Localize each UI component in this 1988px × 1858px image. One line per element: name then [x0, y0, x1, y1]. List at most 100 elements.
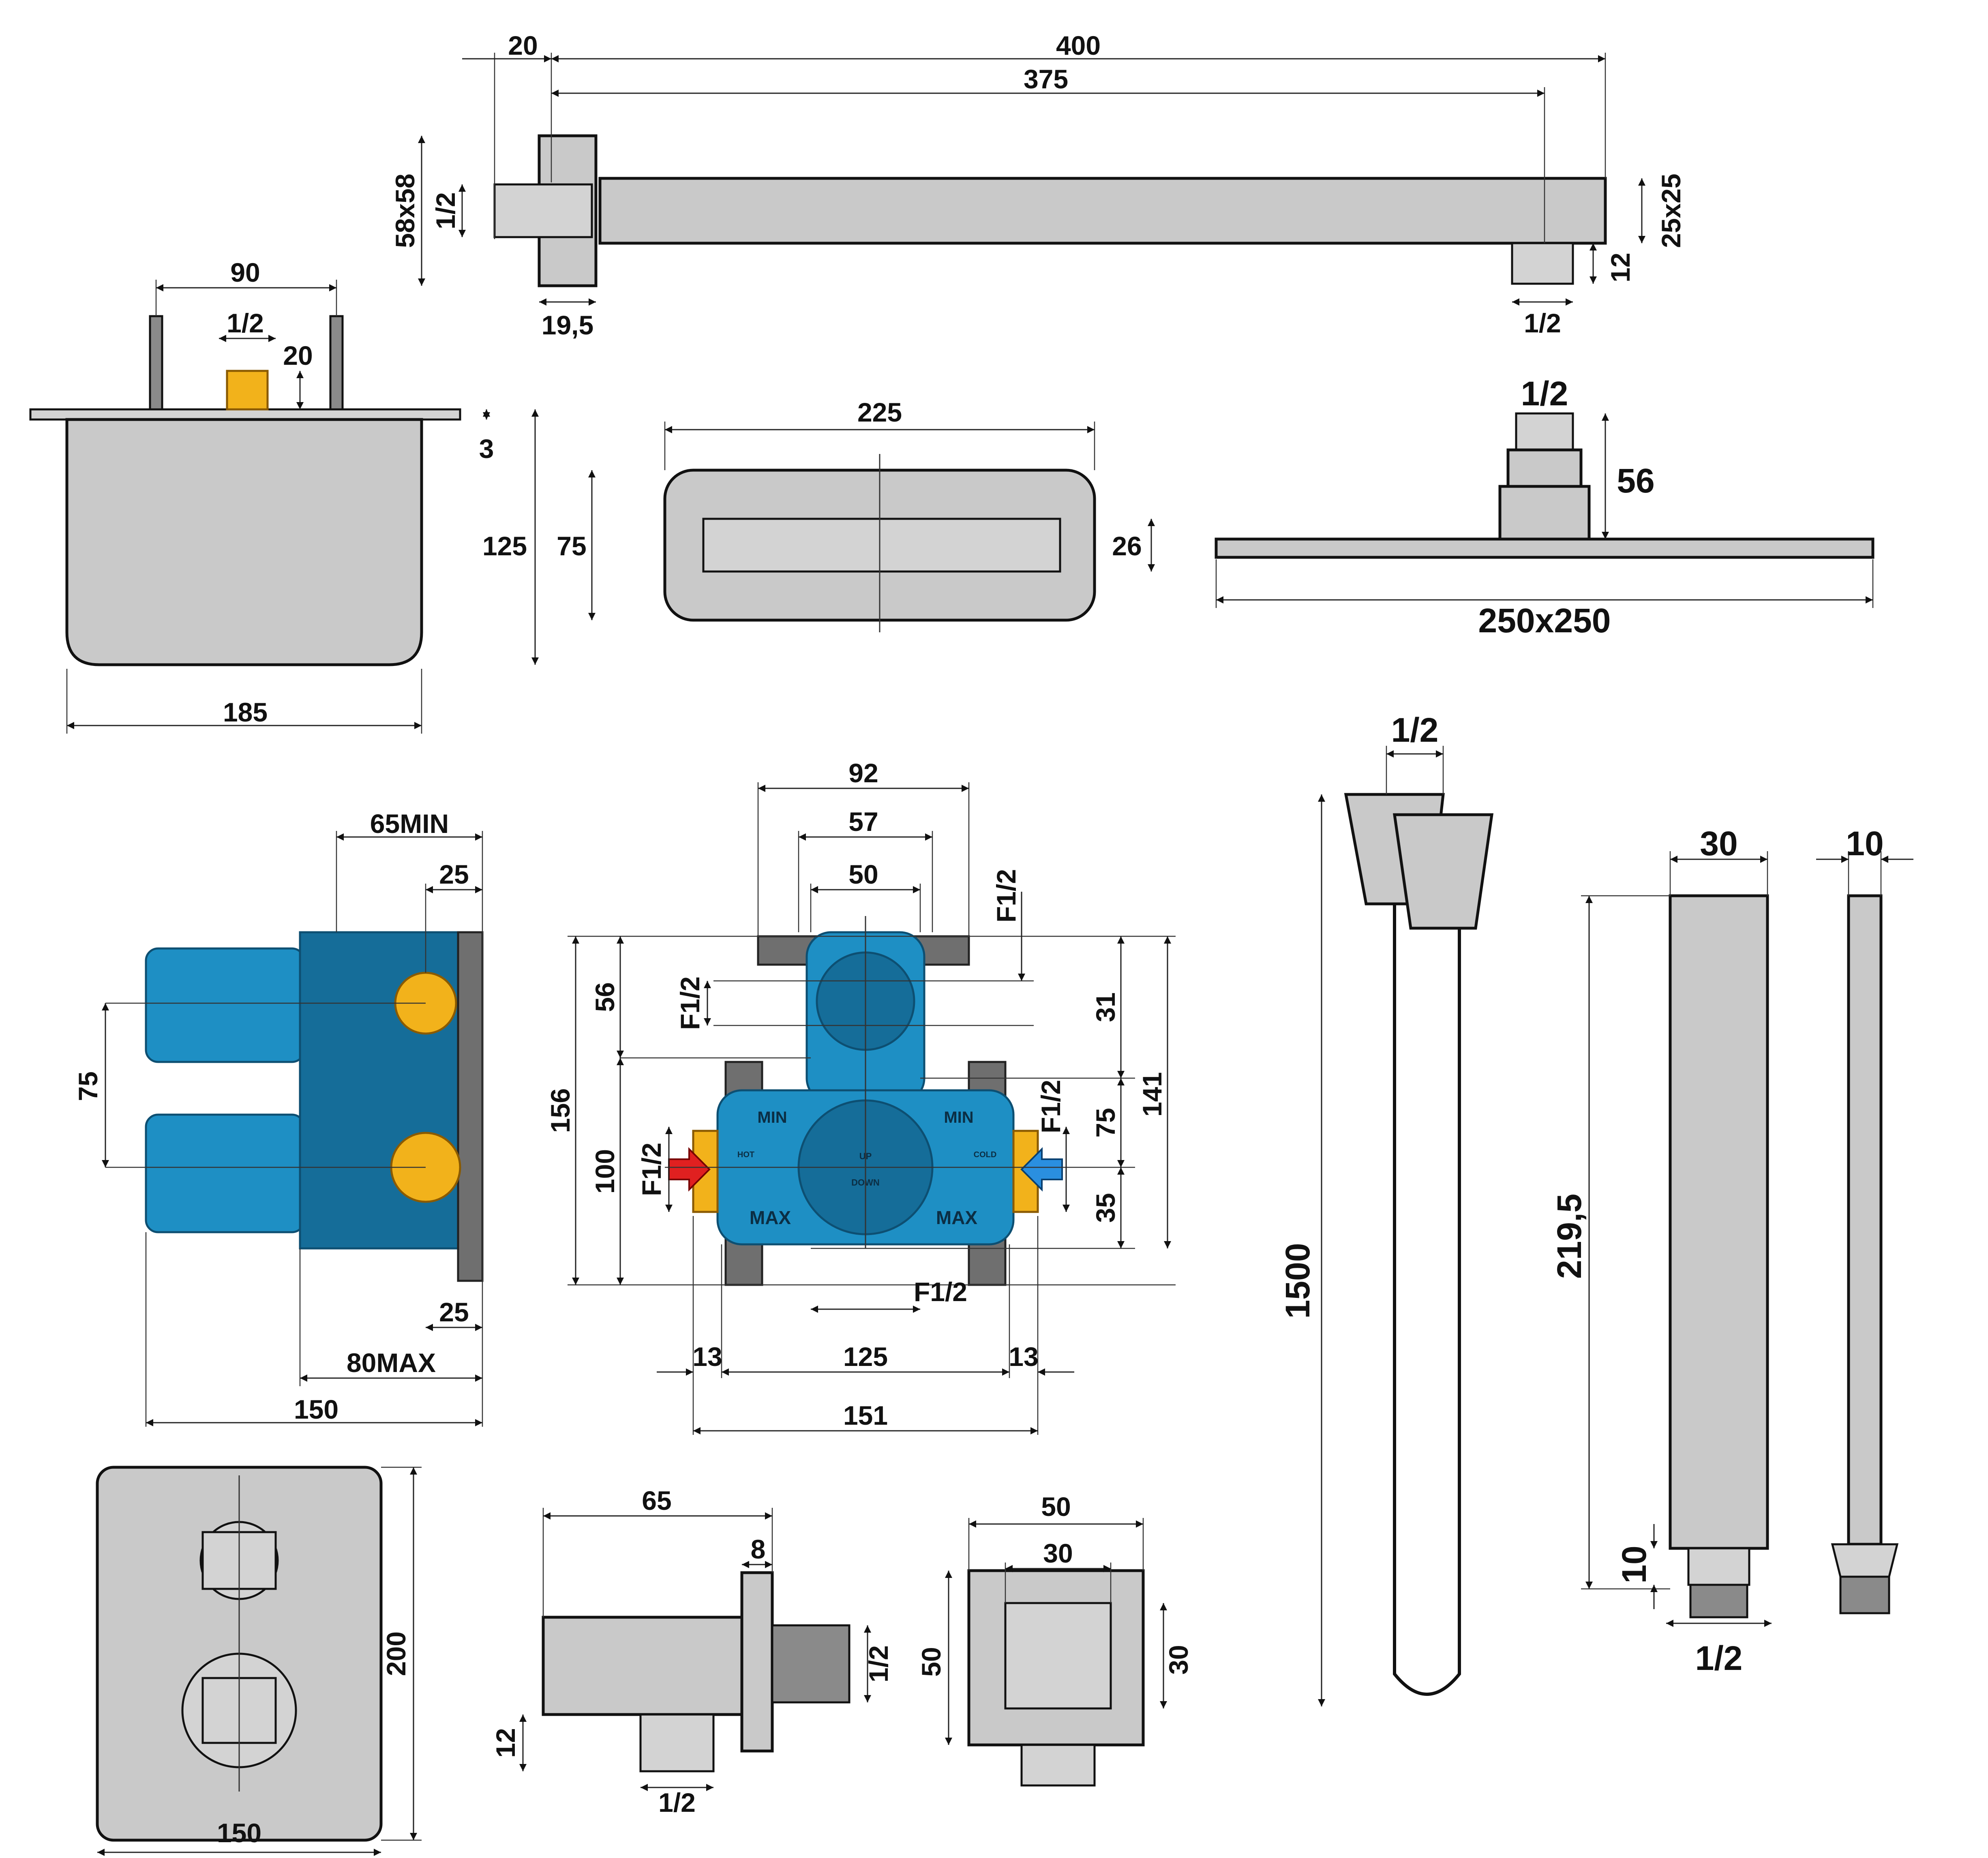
front-w151: 151 — [843, 1400, 888, 1430]
arm-outlet-height: 12 — [1605, 253, 1635, 282]
rain-head: 1/2 56 250x250 — [1215, 375, 1874, 640]
side-total: 150 — [294, 1394, 338, 1424]
head-nut — [1506, 448, 1583, 488]
elbow-front-inner-height: 30 — [1163, 1645, 1193, 1674]
hose-connector-right — [1392, 813, 1494, 930]
arm-wall-offset: 20 — [508, 30, 538, 60]
box-thread-label: 1/2 — [227, 308, 264, 338]
elbow-body — [542, 1616, 743, 1716]
elbow-outlet — [639, 1713, 715, 1772]
side-bottom-offset: 25 — [439, 1297, 469, 1327]
hand-shower: 30 10 219,5 10 1/2 — [1550, 824, 1913, 1677]
front-w13-right: 13 — [1009, 1342, 1038, 1372]
box-pin-right — [329, 315, 344, 411]
front-h141: 141 — [1137, 1072, 1167, 1117]
arm-outlet-thread: 1/2 — [1524, 308, 1561, 338]
arm-length-total: 400 — [1056, 30, 1101, 60]
front-h156: 156 — [545, 1088, 575, 1133]
front-right-inlet: F1/2 — [1036, 1080, 1066, 1133]
arm-tube — [598, 177, 1607, 245]
front-min-left: MIN — [757, 1109, 787, 1126]
box-thread-height: 20 — [283, 340, 313, 370]
hand-connector-height: 10 — [1615, 1545, 1653, 1583]
side-body — [299, 931, 480, 1250]
arm-outlet — [1511, 242, 1574, 285]
box-depth: 125 — [482, 531, 527, 561]
box-width: 185 — [223, 697, 268, 727]
arm-inlet — [493, 183, 593, 238]
hand-thickness: 10 — [1846, 824, 1883, 863]
front-min-right: MIN — [944, 1109, 973, 1126]
hand-length: 219,5 — [1550, 1194, 1588, 1279]
hand-side-connector — [1831, 1543, 1899, 1578]
arm-flange-depth: 19,5 — [542, 310, 593, 340]
box-pin-left — [149, 315, 163, 411]
box-thread — [226, 370, 269, 411]
cold-arrow-icon — [1020, 1147, 1063, 1192]
side-cartridge-top — [145, 947, 305, 1063]
arm-length-tube: 375 — [1024, 64, 1068, 94]
trim-plate: 200 150 — [96, 1466, 422, 1856]
hand-side-body — [1847, 894, 1883, 1546]
front-cold-label: COLD — [974, 1150, 997, 1159]
head-height: 56 — [1617, 462, 1654, 500]
box-flange-thickness: 3 — [479, 434, 494, 464]
front-top-thread: F1/2 — [991, 869, 1021, 923]
head-size: 250x250 — [1478, 601, 1611, 640]
spout-outlet-height: 26 — [1112, 531, 1142, 561]
hose-thread: 1/2 — [1391, 711, 1439, 749]
front-w125: 125 — [843, 1342, 888, 1372]
elbow-thread-label: 1/2 — [863, 1645, 893, 1682]
front-hot-label: HOT — [737, 1150, 754, 1159]
elbow-front-inner — [1004, 1602, 1112, 1710]
plate-height: 200 — [381, 1631, 411, 1676]
shower-arm: 400 375 20 58x58 1/2 19,5 25x25 12 1/2 — [390, 30, 1686, 340]
side-outlet-spacing: 75 — [73, 1071, 103, 1101]
arm-flange-size: 58x58 — [390, 173, 420, 248]
spout-height: 75 — [557, 531, 586, 561]
front-left-inlet: F1/2 — [636, 1143, 666, 1196]
elbow-outlet-height: 12 — [491, 1728, 521, 1757]
front-left-top-thread: F1/2 — [675, 976, 705, 1030]
elbow-length: 65 — [642, 1486, 671, 1516]
hand-side-thread — [1839, 1575, 1890, 1614]
front-h56: 56 — [590, 982, 620, 1012]
hose-length: 1500 — [1279, 1243, 1317, 1319]
front-h31: 31 — [1090, 992, 1120, 1022]
head-thread — [1515, 412, 1574, 451]
hand-connector — [1687, 1547, 1750, 1586]
hand-thread — [1689, 1584, 1748, 1618]
front-h75: 75 — [1090, 1108, 1120, 1137]
spout-width: 225 — [857, 397, 902, 427]
front-w57: 57 — [848, 807, 878, 837]
side-top-offset: 25 — [439, 859, 469, 889]
head-joint — [1498, 485, 1591, 541]
hose: 1/2 1500 — [1279, 711, 1494, 1706]
front-w13-left: 13 — [692, 1342, 722, 1372]
front-max-left: MAX — [750, 1207, 791, 1228]
elbow-front-outer: 50 — [1041, 1492, 1071, 1522]
box-pin-spacing: 90 — [230, 257, 260, 287]
front-w50: 50 — [848, 859, 878, 889]
head-thread-label: 1/2 — [1521, 375, 1568, 413]
side-max-depth: 80MAX — [347, 1348, 436, 1378]
side-min-depth: 65MIN — [370, 809, 449, 839]
front-bottom-thread: F1/2 — [914, 1277, 967, 1307]
elbow-front-inner-width: 30 — [1043, 1538, 1073, 1568]
front-max-right: MAX — [936, 1207, 978, 1228]
wall-elbow-side: 65 8 1/2 12 1/2 — [491, 1486, 893, 1817]
side-cartridge-bottom — [145, 1113, 305, 1233]
arm-inlet-thread: 1/2 — [431, 192, 461, 229]
hand-body — [1669, 894, 1769, 1550]
waterfall-spout: 225 75 26 — [557, 397, 1155, 632]
elbow-outlet-thread: 1/2 — [658, 1787, 696, 1817]
plate-width: 150 — [217, 1818, 261, 1848]
elbow-front-height: 50 — [916, 1647, 946, 1676]
front-h35: 35 — [1090, 1193, 1120, 1222]
spout-outlet — [702, 518, 1061, 573]
arm-tube-section: 25x25 — [1656, 173, 1686, 248]
mixer-box: 90 1/2 20 3 125 185 — [29, 257, 539, 734]
front-h100: 100 — [590, 1149, 620, 1194]
front-w92: 92 — [848, 758, 878, 788]
